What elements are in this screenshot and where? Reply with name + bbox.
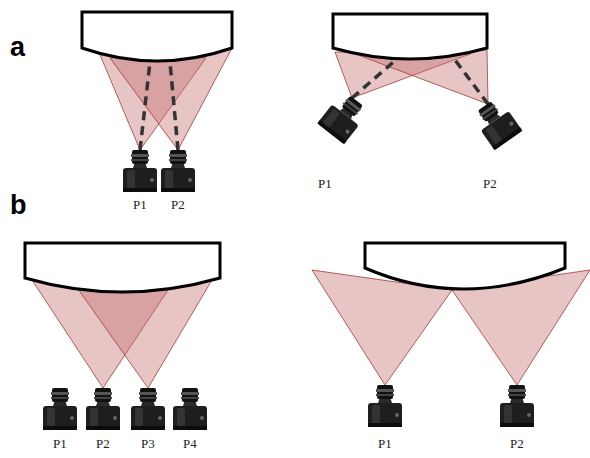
panel-letter: a xyxy=(10,34,25,61)
camera-label: P1 xyxy=(318,177,332,190)
camera-label: P1 xyxy=(378,437,392,450)
camera-label: P2 xyxy=(96,437,110,450)
camera-label: P4 xyxy=(183,437,197,450)
camera-label: P2 xyxy=(171,198,185,211)
panel-letter: b xyxy=(10,192,27,219)
object xyxy=(25,243,220,292)
camera-label: P1 xyxy=(133,198,147,211)
camera-label: P3 xyxy=(141,437,155,450)
camera-label: P2 xyxy=(510,437,524,450)
camera-label: P1 xyxy=(53,437,67,450)
object xyxy=(82,12,232,61)
object xyxy=(365,243,565,289)
camera-label: P2 xyxy=(483,177,497,190)
object xyxy=(333,14,487,59)
